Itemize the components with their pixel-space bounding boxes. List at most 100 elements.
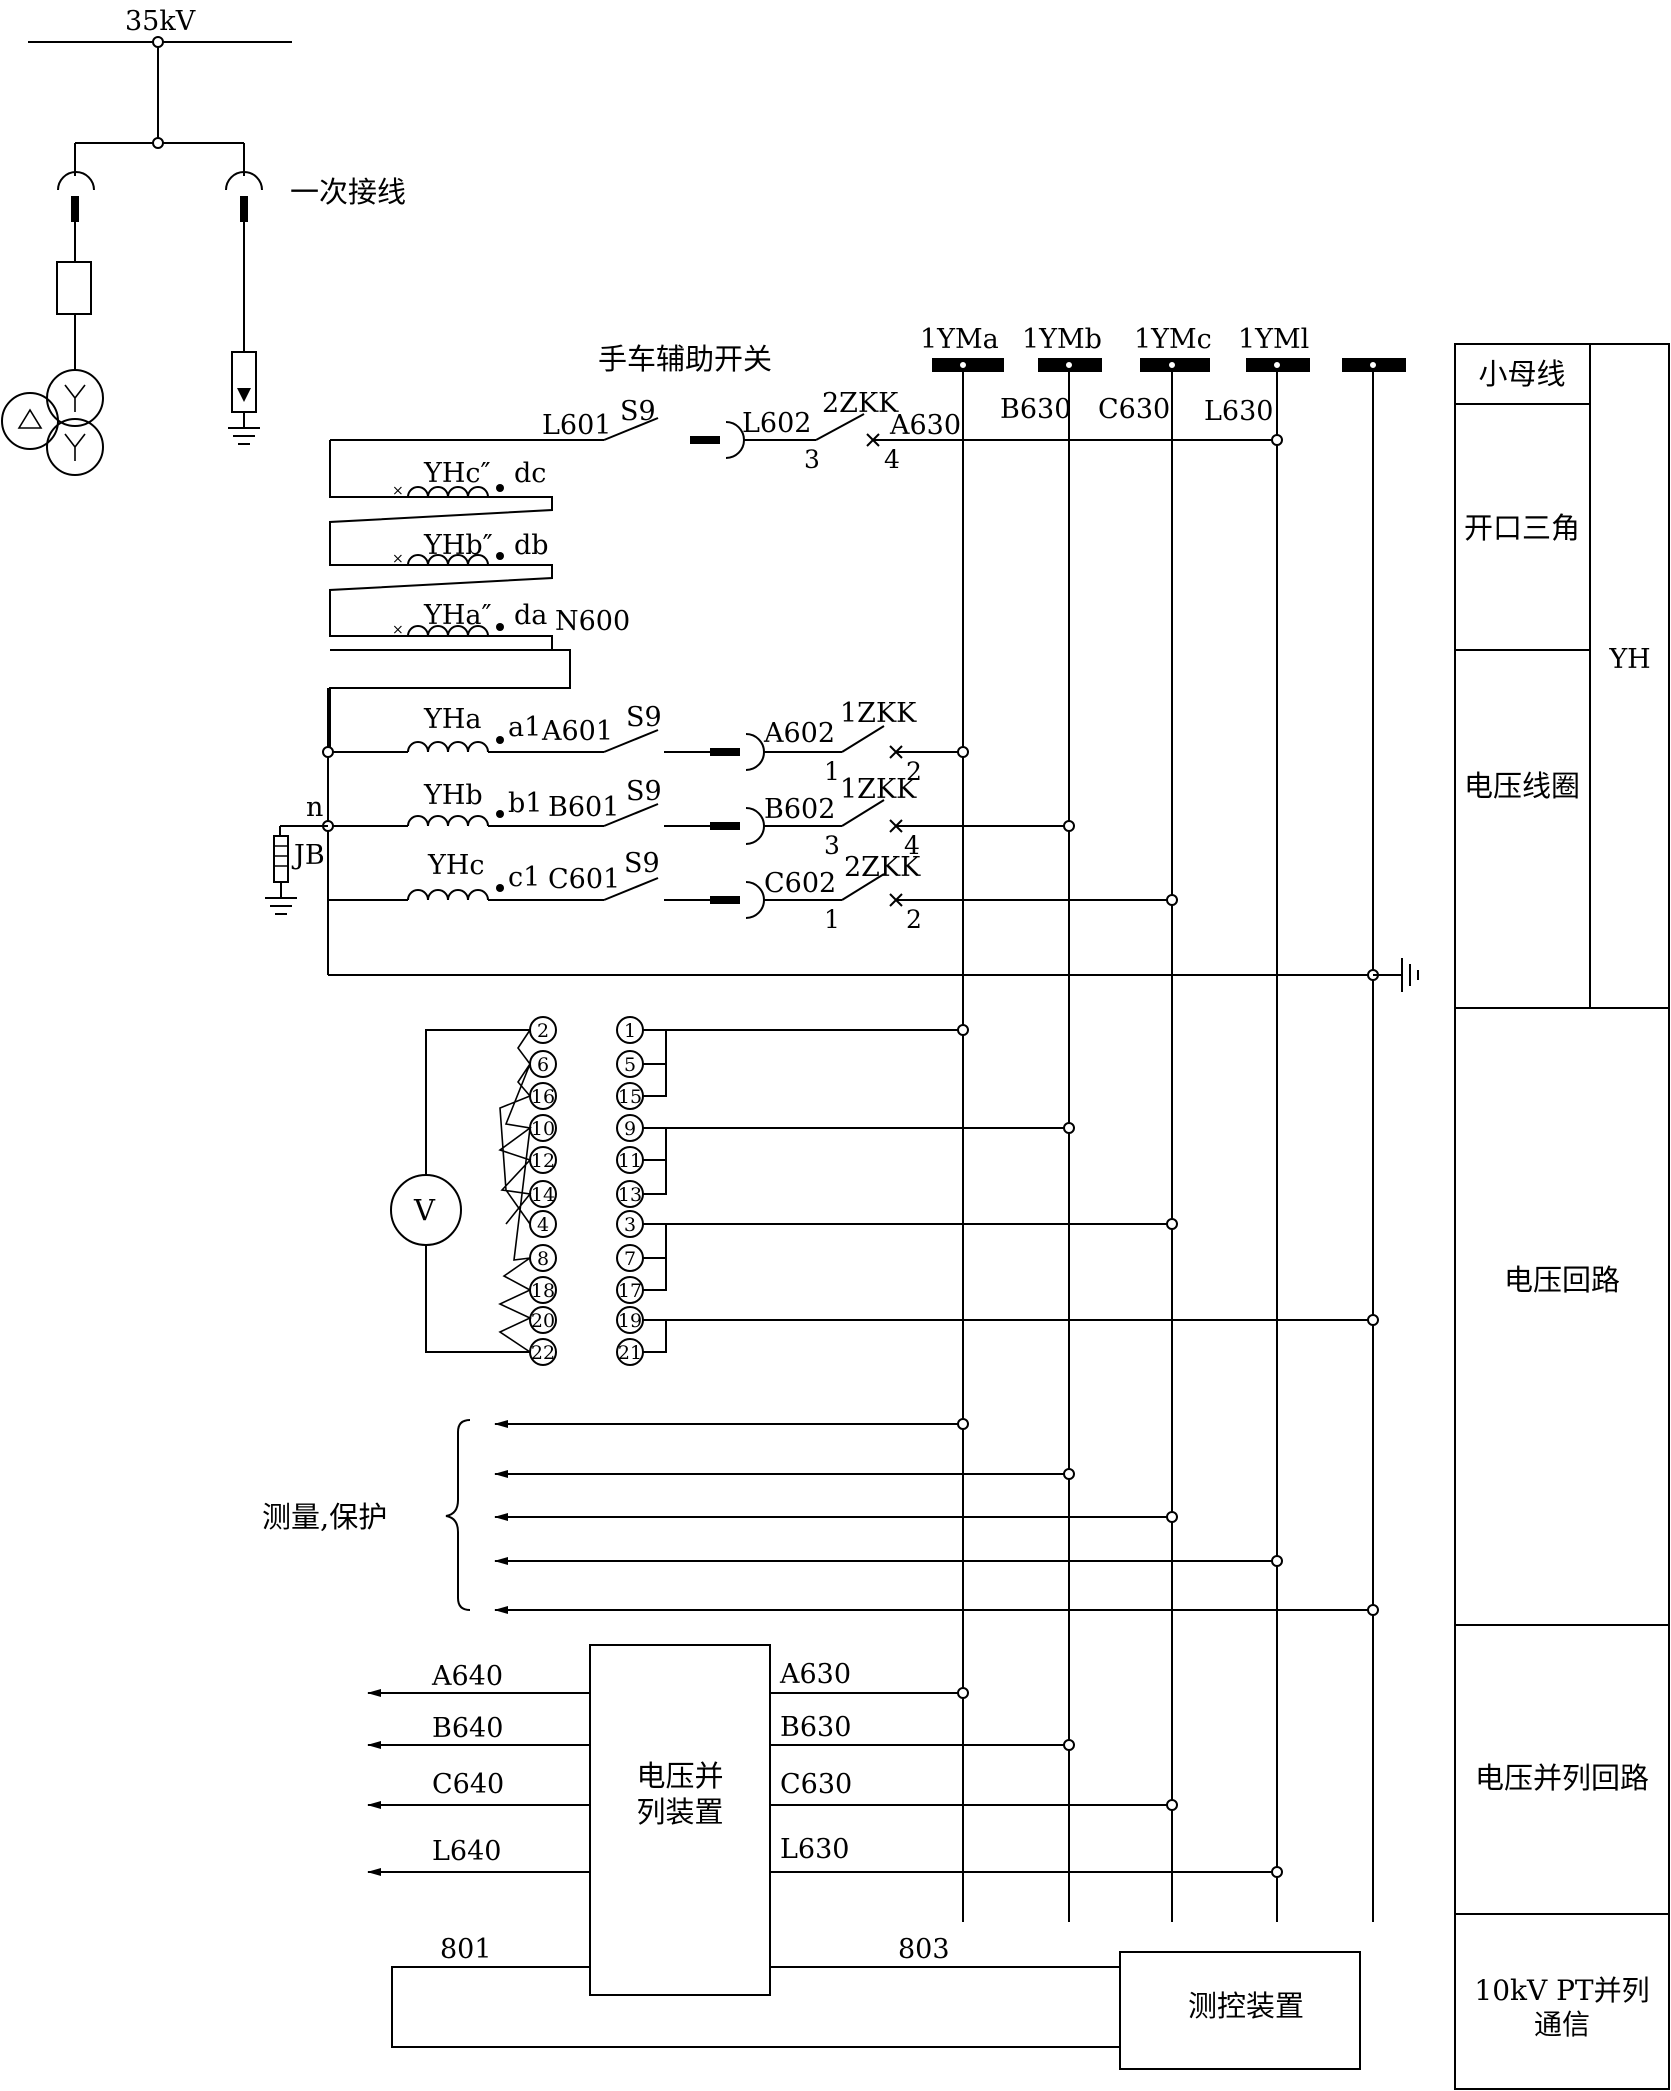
brace-icon: [445, 1419, 471, 1611]
aux-switch-label: 手车辅助开关: [598, 342, 772, 376]
parallel-device-label: 电压并列装置: [636, 1759, 723, 1829]
section-small-bus: 小母线: [1478, 357, 1565, 391]
control-device-box: [1119, 1951, 1361, 2070]
wire-b640: B640: [432, 1713, 503, 1744]
wire-c630: C630: [780, 1769, 852, 1800]
terminal-db: db: [514, 530, 549, 561]
left-terminal-label: 20: [531, 1310, 555, 1332]
winding-yha: YHa: [423, 704, 481, 735]
small-bus-bars: 1YMa 1YMb 1YMc 1YMl: [920, 324, 1406, 1922]
pin-b-in: 3: [824, 831, 840, 860]
plug-contact-icon: [745, 733, 765, 771]
bus-tap-c630: C630: [1098, 394, 1170, 425]
neutral-label: n: [306, 792, 323, 823]
coil-icon: [407, 554, 489, 566]
section-parallel-circuit: 电压并列回路: [1475, 1761, 1649, 1795]
right-terminal-label: 3: [624, 1214, 636, 1236]
wire-c601: C601: [548, 864, 620, 895]
wire-l601: L601: [542, 410, 611, 441]
control-device-label: 测控装置: [1188, 1989, 1304, 2023]
plug-contact-icon: [57, 171, 95, 191]
winding-yhc2: YHc″: [423, 458, 491, 489]
pin-b-out: 4: [904, 831, 920, 860]
plug-contact-icon: [745, 881, 765, 919]
section-pt-comm: 10kV PT并列通信: [1474, 1974, 1649, 2041]
fuse-icon: [56, 261, 92, 315]
bus-label-1ymb: 1YMb: [1022, 324, 1102, 355]
bus-tap-b630: B630: [1000, 394, 1071, 425]
left-terminal-label: 6: [537, 1054, 549, 1076]
bus-1yml: 1YMl: [1238, 324, 1310, 1922]
right-terminal-label: 9: [624, 1118, 636, 1140]
wire-b630: B630: [780, 1712, 851, 1743]
wire-l630: L630: [780, 1834, 849, 1865]
wire-801: 801: [440, 1934, 492, 1965]
wire-l640: L640: [432, 1836, 501, 1867]
right-terminal-label: 15: [618, 1086, 642, 1108]
right-terminal-label: 21: [618, 1342, 642, 1364]
svg-text:×: ×: [392, 483, 404, 499]
voltage-parallel: 电压并列装置 A640 B640 C640 L640 A630 B630 C63…: [367, 1644, 1361, 2070]
right-terminal-label: 11: [618, 1150, 642, 1172]
arrester-label: JB: [291, 840, 325, 871]
bus-ground: [1342, 358, 1406, 1922]
plug-contact-icon: [225, 171, 263, 191]
left-terminal-label: 22: [531, 1342, 555, 1364]
breaker-1zkk-b: 1ZKK: [840, 774, 917, 805]
left-terminal-circle: [529, 1306, 557, 1334]
bus-tap-l630: L630: [1204, 396, 1273, 427]
coil-icon: [407, 625, 489, 637]
terminal-da: da: [514, 600, 547, 631]
bus-1ymb: 1YMb: [1022, 324, 1102, 1922]
wire-a601: A601: [541, 716, 613, 747]
wire-n600: N600: [555, 606, 630, 637]
left-terminal-label: 10: [531, 1118, 555, 1140]
bus-label-1yml: 1YMl: [1238, 324, 1309, 355]
bus-node: [152, 36, 164, 48]
bus-1yma: 1YMa: [920, 324, 1004, 1922]
breaker-2zkk-c: 2ZKK: [844, 852, 921, 883]
bus-1ymc: 1YMc: [1134, 324, 1212, 1922]
primary-connection: 35kV 一次接线: [1, 6, 406, 476]
wire-a640: A640: [431, 1661, 503, 1692]
wire-b601: B601: [548, 792, 619, 823]
ground-icon: [228, 427, 260, 445]
left-terminal-label: 12: [531, 1150, 555, 1172]
wire-l602: L602: [742, 408, 811, 439]
pin-c-in: 1: [824, 905, 840, 934]
wire-a630-top: A630: [889, 410, 961, 441]
left-terminal-label: 18: [531, 1280, 555, 1302]
coil-icon: [407, 486, 489, 498]
wire-803: 803: [898, 1934, 950, 1965]
right-terminal-label: 19: [618, 1310, 642, 1332]
terminal-a1: a1: [508, 712, 541, 743]
voltmeter-symbol: V: [413, 1193, 436, 1227]
winding-yhc: YHc: [427, 850, 485, 881]
left-terminal-label: 14: [531, 1184, 555, 1206]
plug-contact-icon: [745, 807, 765, 845]
measure-protection: 测量,保护: [262, 1418, 1379, 1616]
breaker-1zkk-a: 1ZKK: [840, 698, 917, 729]
right-terminal-label: 1: [624, 1020, 636, 1042]
wire-c602: C602: [764, 868, 836, 899]
terminal-dc: dc: [514, 458, 546, 489]
switch-s9-b: S9: [626, 776, 662, 807]
coil-icon: [407, 889, 489, 901]
section-open-delta: 开口三角: [1464, 511, 1580, 545]
wire-a630: A630: [779, 1659, 851, 1690]
svg-text:×: ×: [392, 622, 404, 638]
terminal-c1: c1: [508, 862, 540, 893]
wire-a602: A602: [763, 718, 835, 749]
right-terminal-label: 13: [618, 1184, 642, 1206]
arrester-icon: [231, 351, 257, 413]
coil-icon: [407, 741, 489, 753]
right-terminal-label: 7: [624, 1248, 636, 1270]
pin-a-in: 1: [824, 757, 840, 786]
plug-blade-icon: [240, 196, 248, 222]
pin-c-out: 2: [906, 905, 922, 934]
pin-3-top: 3: [804, 445, 820, 474]
pin-4-top: 4: [884, 445, 900, 474]
left-terminal-label: 4: [537, 1214, 549, 1236]
